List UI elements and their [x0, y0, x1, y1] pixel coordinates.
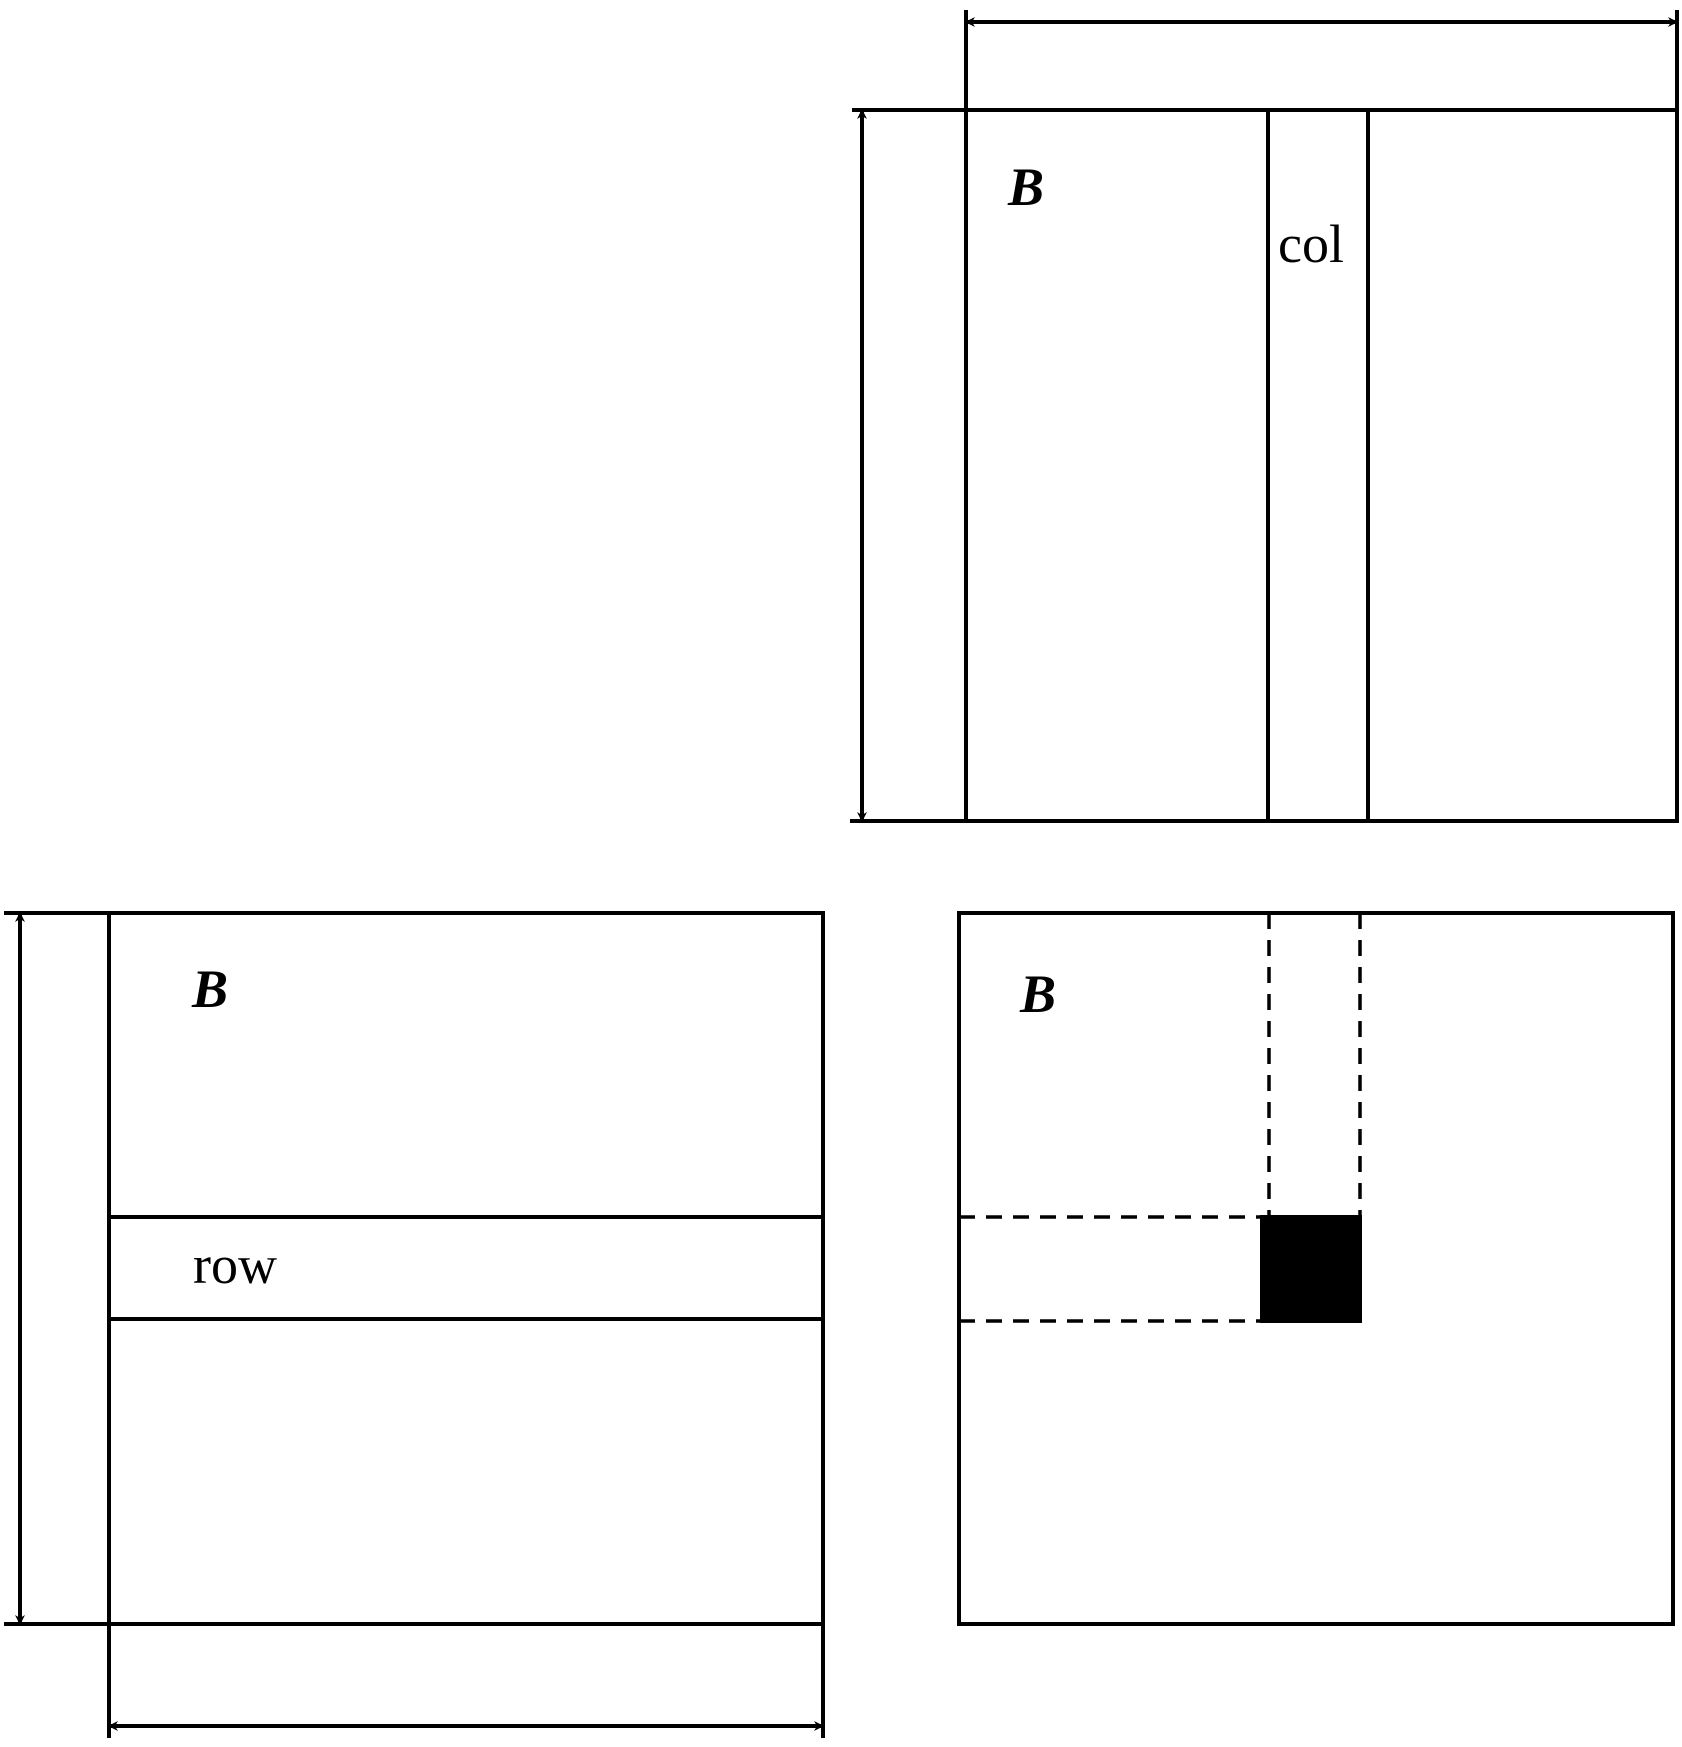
bottom-left-panel: B row [4, 911, 825, 1738]
matrix-frame-bottom-right [957, 911, 1675, 1626]
bottom-right-panel: B [957, 911, 1675, 1626]
matrix-frame-top [964, 108, 1679, 823]
matrix-label-bottom-left: B [191, 959, 228, 1019]
matrix-label-top: B [1007, 157, 1044, 217]
row-label: row [193, 1235, 277, 1295]
matrix-label-bottom-right: B [1019, 964, 1056, 1024]
intersection-element [1260, 1215, 1362, 1323]
matrix-frame-bottom-left [107, 911, 825, 1626]
top-right-panel: B col [850, 10, 1679, 823]
col-label: col [1278, 214, 1344, 274]
